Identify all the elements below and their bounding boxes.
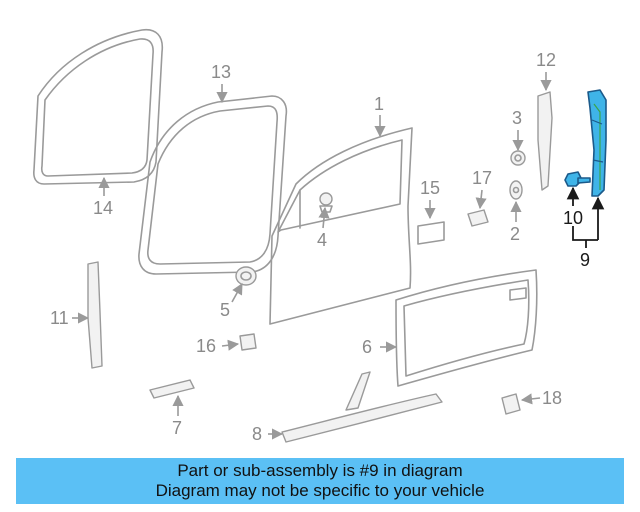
leader-lines xyxy=(72,72,552,440)
part-2-pad xyxy=(509,180,523,200)
callout-4: 4 xyxy=(317,230,327,250)
part-1-front-door-shell xyxy=(269,127,413,325)
callout-2: 2 xyxy=(510,224,520,244)
callout-17: 17 xyxy=(472,168,492,188)
callout-13: 13 xyxy=(211,62,231,82)
part-4-bumper xyxy=(319,192,333,213)
part-9-highlighted-garnish xyxy=(587,89,607,197)
callout-7: 7 xyxy=(172,418,182,438)
callout-14: 14 xyxy=(93,198,113,218)
part-6-door-moulding xyxy=(395,269,538,387)
callout-5: 5 xyxy=(220,300,230,320)
callout-12: 12 xyxy=(536,50,556,70)
banner-line-part-number: Part or sub-assembly is #9 in diagram xyxy=(177,461,463,480)
part-13-door-weatherstrip xyxy=(138,95,288,275)
callout-8: 8 xyxy=(252,424,262,444)
banner-line-disclaimer: Diagram may not be specific to your vehi… xyxy=(155,481,485,500)
callout-6: 6 xyxy=(362,337,372,357)
callout-16: 16 xyxy=(196,336,216,356)
part-18-clip xyxy=(501,393,521,415)
part-11-pillar-garnish xyxy=(87,261,103,369)
callout-3: 3 xyxy=(512,108,522,128)
callout-9: 9 xyxy=(580,250,590,270)
callout-18: 18 xyxy=(542,388,562,408)
part-7-sealant xyxy=(149,379,195,399)
info-banner: Part or sub-assembly is #9 in diagram Di… xyxy=(16,458,624,504)
part-15-pad xyxy=(417,221,445,245)
part-5-plug xyxy=(235,266,257,286)
part-16-clip xyxy=(239,333,257,351)
part-8-rocker-moulding xyxy=(281,371,443,443)
part-10-screw xyxy=(564,171,591,187)
callout-15: 15 xyxy=(420,178,440,198)
parts-diagram: 1 2 3 4 5 6 7 8 9 10 11 12 13 14 15 16 1… xyxy=(33,28,607,444)
part-14-opening-weatherstrip xyxy=(33,28,164,185)
part-12-weatherstrip-strip xyxy=(537,91,553,191)
part-17-clip xyxy=(467,209,489,227)
callout-1: 1 xyxy=(374,94,384,114)
callout-11: 11 xyxy=(50,308,69,328)
leader-lines-highlighted xyxy=(566,186,605,248)
callout-10: 10 xyxy=(563,208,583,228)
part-3-clip xyxy=(510,150,526,166)
